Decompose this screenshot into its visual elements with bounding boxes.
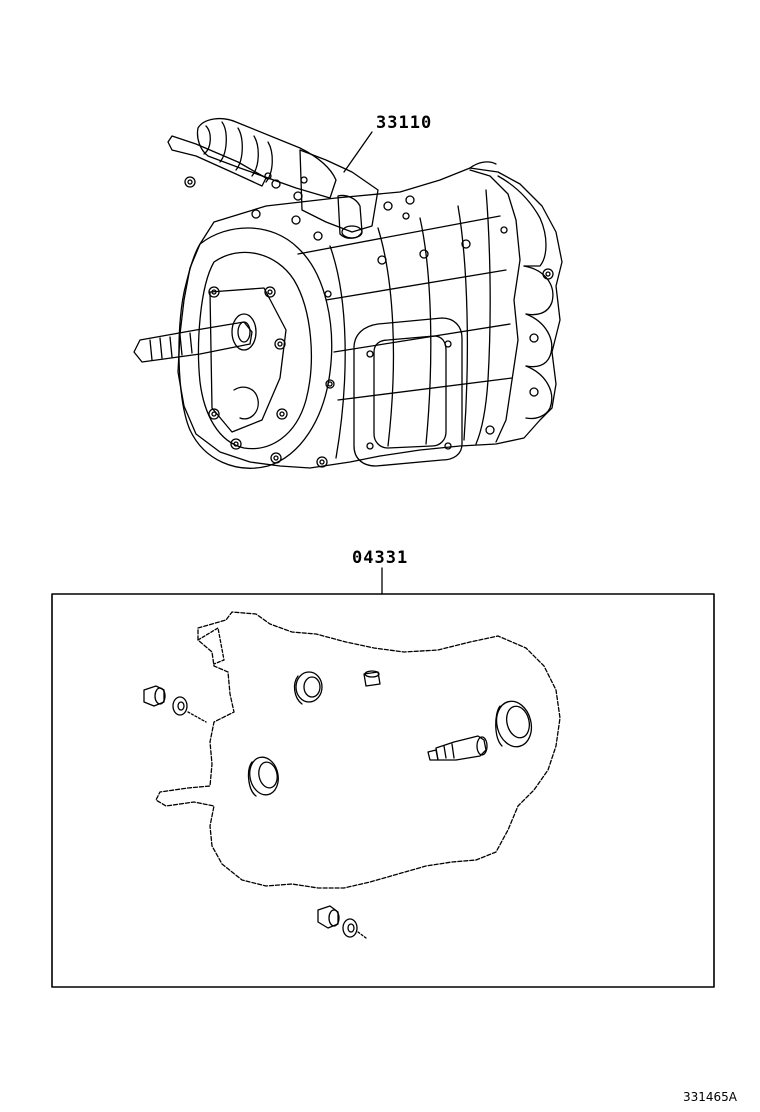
part-number-04331[interactable]: 04331 bbox=[352, 548, 409, 568]
gasket-kit[interactable] bbox=[52, 568, 714, 987]
plug-bottom bbox=[318, 906, 339, 928]
input-shaft bbox=[134, 314, 256, 362]
washer-bottom bbox=[343, 919, 366, 938]
washer-left bbox=[173, 697, 206, 722]
bearing-seal bbox=[295, 672, 322, 704]
side-cover bbox=[354, 318, 462, 466]
transmission-assembly[interactable] bbox=[134, 119, 562, 469]
oil-seal-rear bbox=[492, 698, 536, 751]
part-number-33110[interactable]: 33110 bbox=[376, 113, 433, 133]
leader-line-33110 bbox=[344, 132, 372, 172]
plug-left bbox=[144, 686, 165, 706]
case-gasket bbox=[156, 612, 560, 888]
case-ribs bbox=[298, 206, 512, 458]
oil-seal-front bbox=[246, 755, 281, 798]
sleeve-pin bbox=[428, 736, 487, 760]
kit-frame bbox=[52, 594, 714, 987]
rear-extension bbox=[470, 162, 553, 444]
shifter-housing bbox=[168, 119, 414, 240]
bell-housing bbox=[179, 228, 334, 468]
small-plug bbox=[364, 671, 380, 686]
drawing-id: 331465A bbox=[683, 1090, 738, 1104]
